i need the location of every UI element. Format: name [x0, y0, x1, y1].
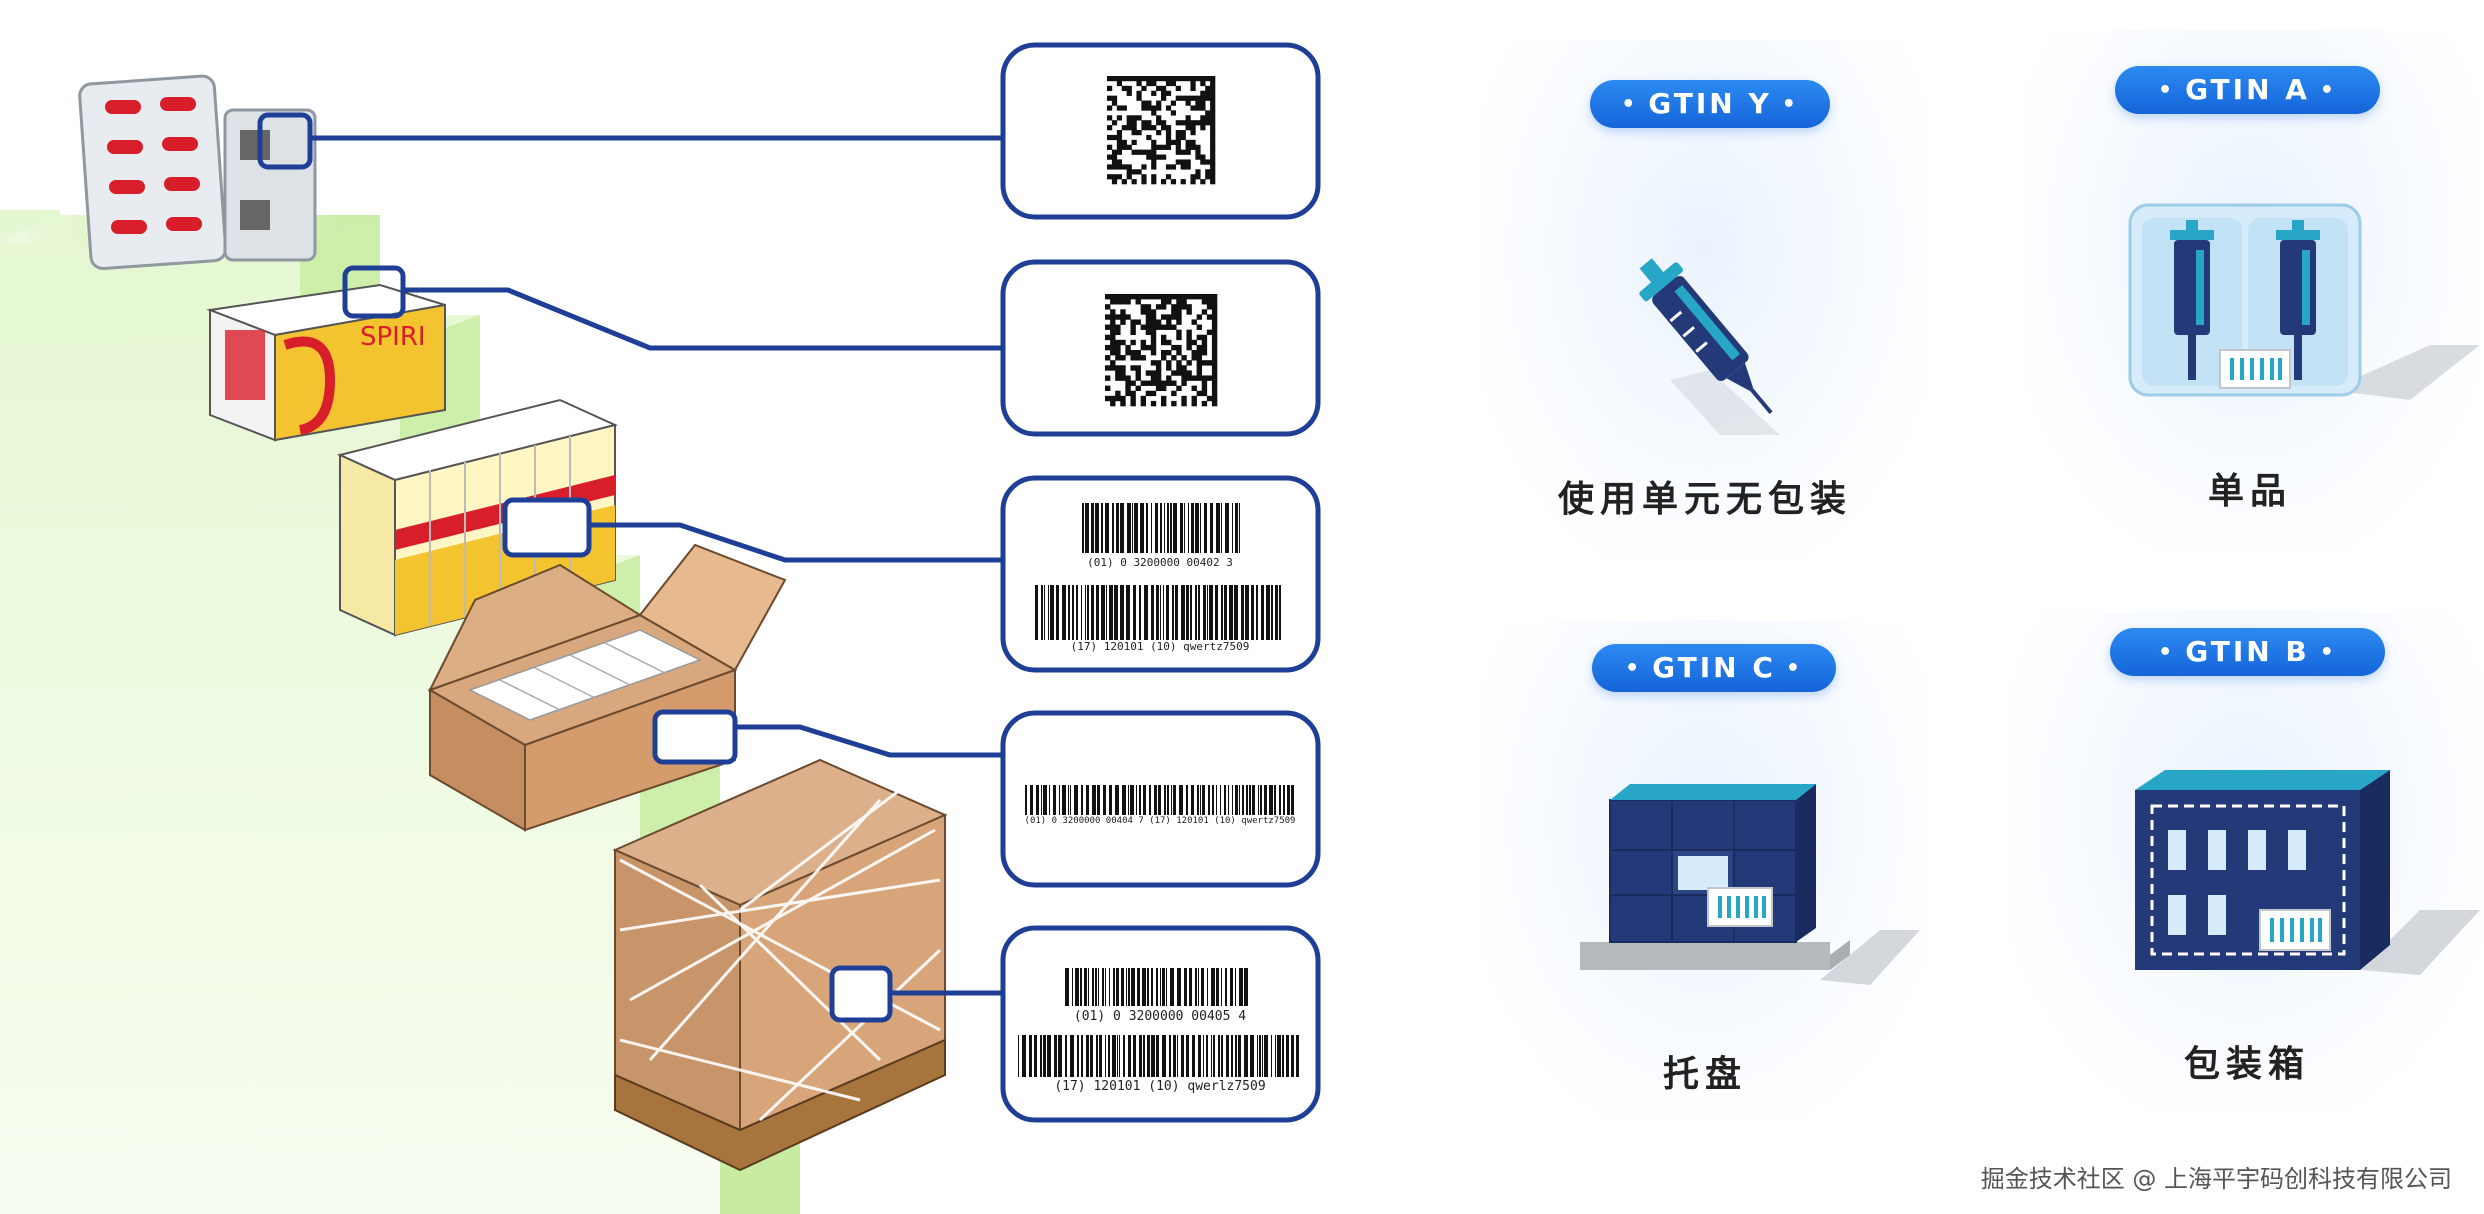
- gtin-label: 托盘: [1662, 1054, 1747, 1095]
- pallet-code-highlight: [829, 965, 893, 1023]
- pallet-illustration: [612, 758, 948, 1172]
- gtin-card-y: •GTIN Y• 使用单元无包装: [1480, 40, 1930, 560]
- barcode-hri-text: (01) 0 3200000 00404 7 (17) 120101 (10) …: [1025, 816, 1296, 826]
- linear-barcode: [1082, 503, 1240, 553]
- folding-box-illustration: SPIRI: [206, 283, 446, 442]
- gtin-label: 单品: [2207, 471, 2292, 512]
- code-frame-3: (01) 0 3200000 00402 3 (17) 120101 (10) …: [1000, 475, 1321, 673]
- code-frame-5: (01) 0 3200000 00405 4 (17) 120101 (10) …: [1000, 925, 1321, 1123]
- gtin-badge: •GTIN C•: [1592, 644, 1836, 692]
- barcode-hri-text: (01) 0 3200000 00405 4: [1074, 1009, 1246, 1024]
- packaging-hierarchy-diagram: SPIRI: [0, 42, 1321, 1214]
- linear-barcode: [1065, 968, 1248, 1006]
- box-brand-text: SPIRI: [360, 322, 426, 352]
- linear-barcode: [1025, 785, 1294, 815]
- datamatrix-code: [1107, 76, 1216, 185]
- code-frame-1: [1000, 42, 1321, 220]
- barcode-hri-text: (17) 120101 (10) qwertz7509: [1071, 640, 1250, 653]
- barcode-hri-text: (17) 120101 (10) qwerlz7509: [1054, 1079, 1265, 1094]
- barcode-hri-text: (01) 0 3200000 00402 3: [1087, 556, 1233, 569]
- box-icon: [2135, 770, 2480, 975]
- carton-code-highlight: [652, 709, 738, 765]
- datamatrix-code: [1105, 294, 1218, 407]
- gtin-card-c: •GTIN C• 托盘: [1480, 620, 1930, 1120]
- code-frame-2: [1000, 259, 1321, 437]
- gtin-badge: •GTIN Y•: [1590, 80, 1830, 128]
- gtin-card-b: •GTIN B• 包装箱: [2010, 610, 2484, 1110]
- blister-pack-illustration: [78, 74, 317, 270]
- linear-barcode: [1018, 1035, 1299, 1077]
- linear-barcode: [1035, 585, 1281, 640]
- gtin-card-a: •GTIN A• 单品: [2020, 30, 2480, 550]
- bundle-code-highlight: [502, 497, 592, 558]
- gtin-badge: •GTIN B•: [2110, 628, 2385, 676]
- gtin-label: 使用单元无包装: [1557, 479, 1852, 520]
- connector-lines: [310, 135, 1003, 996]
- gtin-badge: •GTIN A•: [2115, 66, 2380, 114]
- watermark: 掘金技术社区 @ 上海平宇码创科技有限公司: [1980, 1165, 2452, 1193]
- code-frame-4: (01) 0 3200000 00404 7 (17) 120101 (10) …: [1000, 710, 1321, 888]
- syringe-icon: [1639, 258, 1780, 435]
- gtin-label: 包装箱: [2183, 1044, 2310, 1085]
- blister-code-highlight: [257, 112, 313, 170]
- pallet-icon: [1580, 784, 1920, 985]
- syringe-pack-icon: [2128, 203, 2480, 400]
